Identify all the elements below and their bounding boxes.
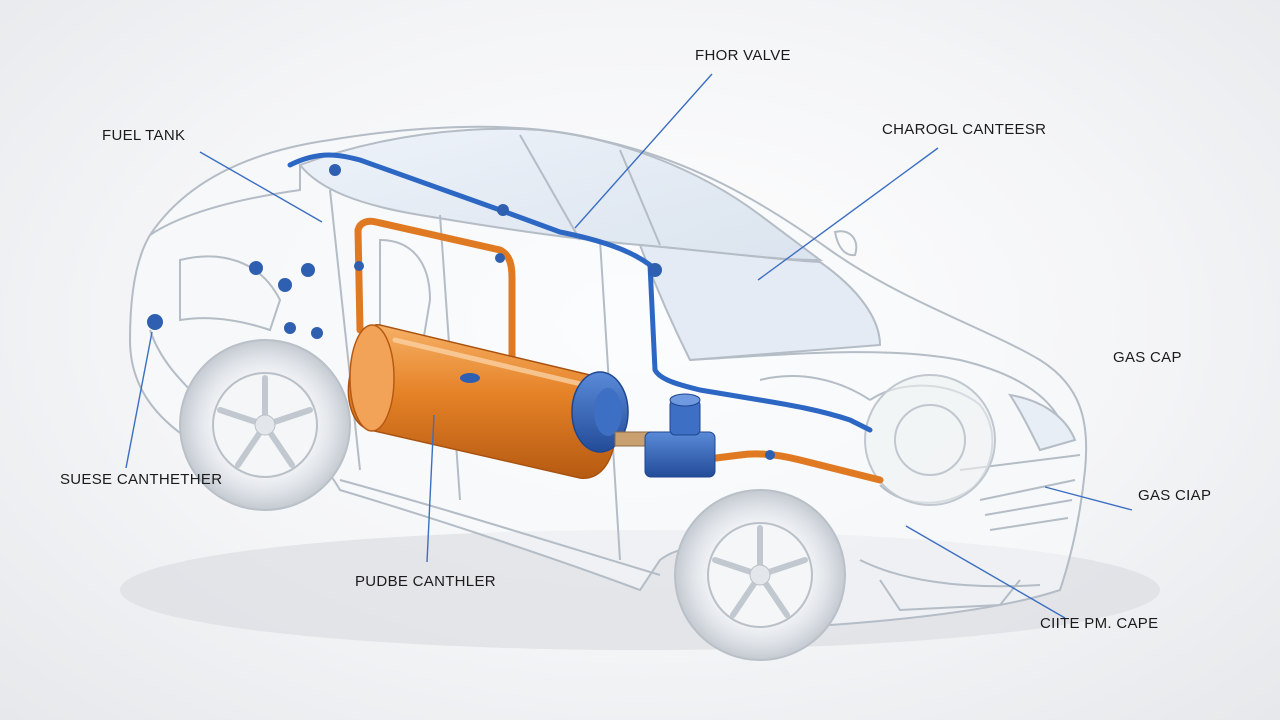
front-rotor [864,374,996,506]
label-gas-cap-3: CIITE PM. CAPE [1040,615,1159,632]
line-clamp [147,164,662,339]
vapor-line [287,152,873,433]
label-gas-cap-1: GAS CAP [1113,349,1182,366]
wheel-icon [674,489,846,661]
pipe-fitting [354,253,775,460]
label-charcoal-canister: CHAROGL CANTEESR [882,121,1047,138]
tank-icon [347,324,617,479]
label-gas-cap-2: GAS CIAP [1138,487,1212,504]
label-purge-canister: PUDBE CANTHLER [355,573,496,590]
wheel-icon [179,339,351,511]
label-fuel-tank: FUEL TANK [102,127,186,144]
leader-lines [125,73,1133,619]
label-sensor-canister: SUESE CANTHETHER [60,471,223,488]
valve-icon [571,371,716,478]
label-valve: FHOR VALVE [695,47,791,64]
